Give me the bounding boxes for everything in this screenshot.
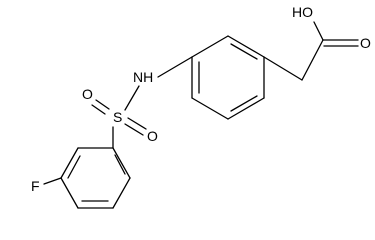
ring-b-bond-1 — [112, 147, 131, 179]
amine-label: NH — [133, 69, 153, 85]
ch2-bond — [263, 56, 303, 81]
ring-a-bond-6 — [191, 35, 229, 58]
c-f-bond — [43, 177, 62, 185]
ring-a-bond-4 — [191, 97, 229, 120]
n-s-bond — [124, 85, 140, 111]
ring-a-bond-3 — [227, 97, 265, 120]
chemical-structure-diagram: HO O NH S O O F — [31, 4, 371, 209]
ring-b-double-3 — [67, 155, 81, 179]
s-o-top-double-outer — [95, 99, 110, 110]
carbonyl-oxygen-label: O — [360, 35, 371, 51]
ring-b-bond-5 — [60, 147, 79, 179]
sulfonamide-group: NH S O O — [82, 56, 193, 149]
ring-a-double-1 — [230, 43, 258, 60]
ring-b-bond-2 — [112, 177, 131, 209]
sulfonyl-oxygen-right-label: O — [147, 128, 158, 144]
acetic-acid-group: HO O — [263, 4, 371, 81]
c-oh-bond — [313, 21, 324, 41]
sulfonyl-oxygen-top-label: O — [82, 86, 93, 102]
hydroxyl-label: HO — [292, 4, 313, 20]
ring-b-double-1 — [114, 154, 126, 175]
ring-a-double-2 — [230, 95, 258, 112]
ring-a-bond-1 — [227, 35, 265, 58]
ring-b-bond-4 — [60, 177, 79, 209]
c-carboxyl-bond — [301, 39, 324, 81]
ring-n-bond — [157, 56, 193, 78]
fluorine-label: F — [31, 178, 40, 194]
s-o-right-double-inner — [124, 123, 144, 136]
fluorophenyl-ring: F — [31, 147, 131, 209]
sulfur-label: S — [113, 109, 122, 125]
phenylene-ring — [191, 35, 265, 120]
s-o-right-double-outer — [127, 117, 147, 130]
s-o-top-double-inner — [91, 104, 106, 115]
